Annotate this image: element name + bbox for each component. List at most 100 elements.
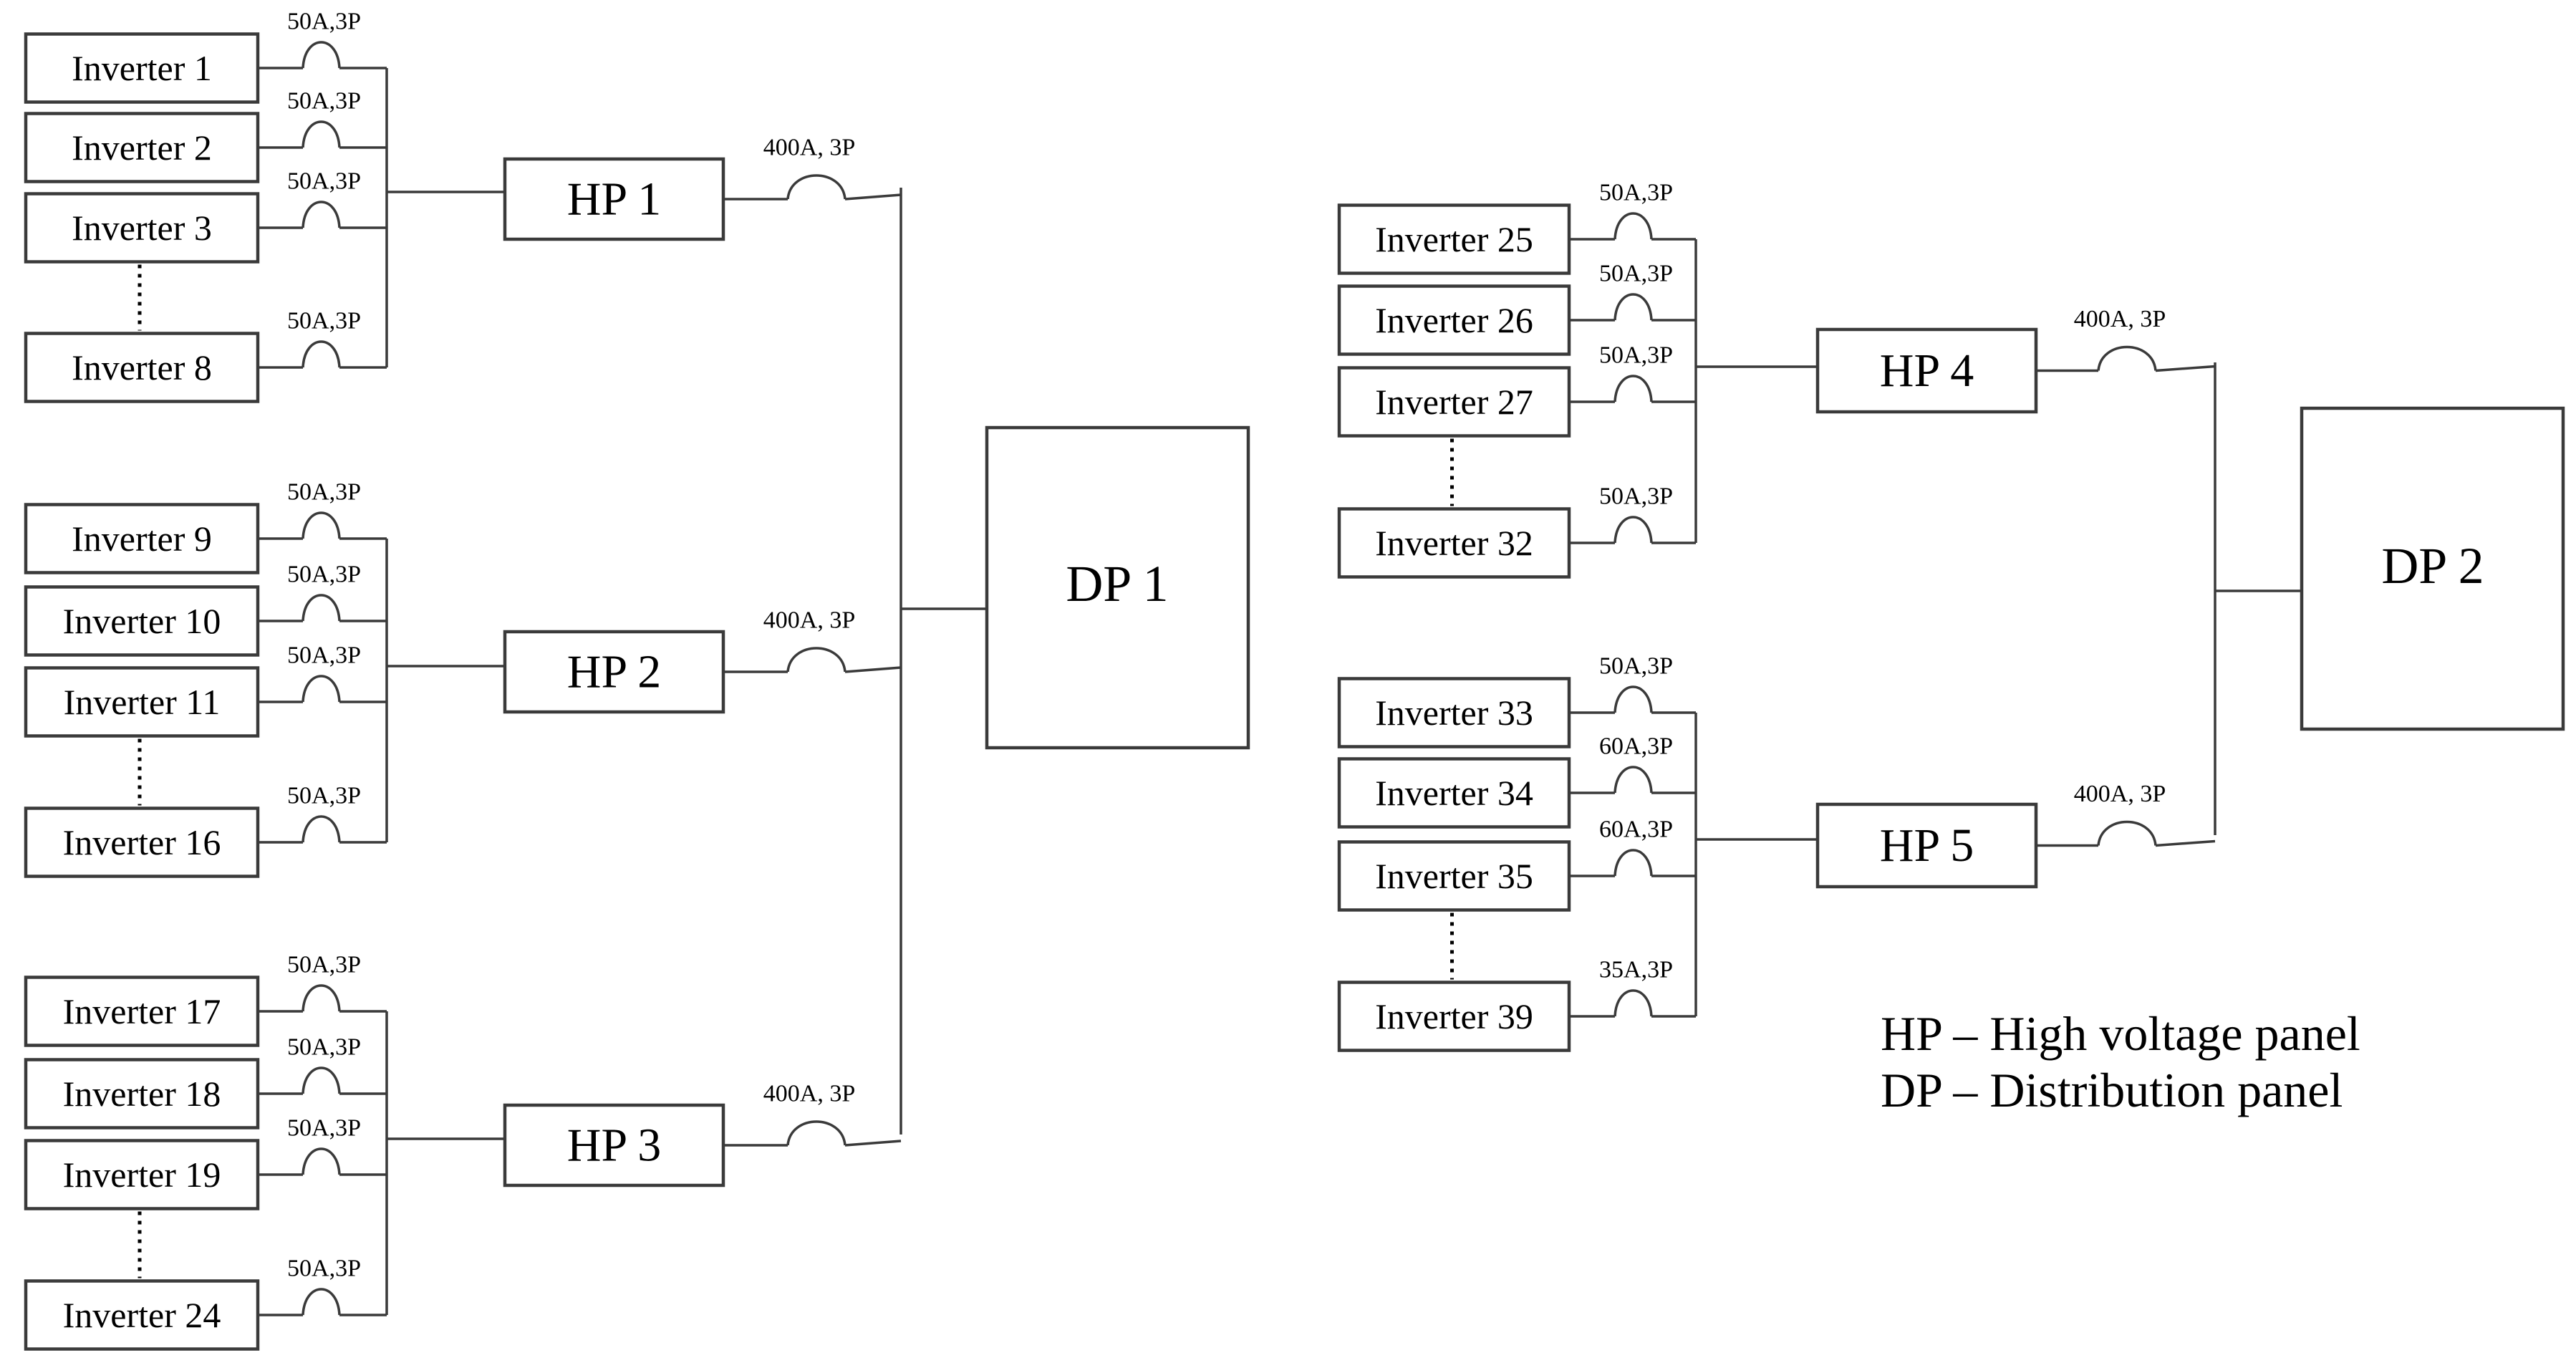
inverter-label: Inverter 32 — [1375, 523, 1533, 563]
inverter-breaker-rating: 60A,3P — [1599, 817, 1673, 843]
inverter-breaker — [1613, 375, 1653, 403]
hp-output-wire — [2155, 839, 2216, 847]
inverter-label: Inverter 34 — [1375, 773, 1533, 813]
hp-panel-label: HP 3 — [567, 1119, 661, 1172]
hp-panel-label: HP 1 — [567, 173, 661, 226]
inverter-breaker — [1613, 849, 1653, 877]
hp-breaker-rating: 400A, 3P — [763, 607, 855, 634]
inverter-breaker — [302, 594, 341, 622]
inverter-label: Inverter 26 — [1375, 300, 1533, 340]
inverter-breaker — [302, 675, 341, 703]
inverter-breaker-rating: 35A,3P — [1599, 957, 1673, 983]
hp-panel-box — [1815, 327, 2038, 414]
inverter-breaker-rating: 50A,3P — [1599, 180, 1673, 206]
hp-panel-label: HP 2 — [567, 646, 661, 698]
inverter-box — [1337, 203, 1571, 275]
inverter-label: Inverter 33 — [1375, 693, 1533, 733]
dp2-box — [2300, 406, 2565, 731]
inverter-label: Inverter 27 — [1375, 382, 1533, 422]
inverter-breaker — [1613, 293, 1653, 321]
hp-panel-box — [503, 157, 725, 241]
hp-breaker-rating: 400A, 3P — [763, 135, 855, 161]
inverter-breaker — [1613, 212, 1653, 240]
inverter-label: Inverter 39 — [1375, 996, 1533, 1036]
inverter-breaker — [1613, 766, 1653, 794]
hp-output-wire — [2155, 365, 2216, 372]
hp-panel-box — [1815, 802, 2038, 889]
hp-panel-label: HP 4 — [1880, 345, 1974, 397]
inverter-breaker-rating: 50A,3P — [287, 783, 361, 809]
inverter-label: Inverter 10 — [63, 601, 221, 641]
inverter-breaker-rating: 50A,3P — [1599, 483, 1673, 510]
inverter-breaker — [302, 201, 341, 228]
hp-breaker-rating: 400A, 3P — [2074, 781, 2166, 807]
inverter-breaker-rating: 50A,3P — [287, 308, 361, 334]
inverter-breaker-rating: 50A,3P — [287, 562, 361, 588]
inverter-breaker-rating: 50A,3P — [1599, 342, 1673, 369]
hp-output-wire — [844, 193, 902, 201]
hp-breaker — [786, 647, 846, 673]
inverter-breaker-rating: 50A,3P — [287, 1256, 361, 1282]
inverter-breaker — [302, 120, 341, 148]
inverter-label: Inverter 24 — [63, 1295, 221, 1335]
inverter-label: Inverter 35 — [1375, 856, 1533, 896]
inverter-breaker — [302, 511, 341, 539]
inverter-breaker-rating: 50A,3P — [1599, 261, 1673, 287]
inverter-label: Inverter 17 — [63, 991, 221, 1031]
inverter-label: Inverter 19 — [63, 1155, 221, 1195]
inverter-breaker-rating: 50A,3P — [287, 1115, 361, 1142]
inverter-breaker — [302, 1288, 341, 1316]
hp-breaker — [2097, 345, 2157, 371]
inverter-label: Inverter 18 — [63, 1074, 221, 1114]
hp-breaker — [786, 174, 846, 200]
inverter-breaker — [1613, 989, 1653, 1017]
inverter-breaker — [1613, 516, 1653, 544]
inverter-breaker-rating: 50A,3P — [287, 168, 361, 195]
legend-hp: HP – High voltage panel — [1881, 1006, 2360, 1061]
dp1-label: DP 1 — [1066, 555, 1168, 612]
hp-breaker-rating: 400A, 3P — [763, 1081, 855, 1107]
hp-breaker — [2097, 820, 2157, 846]
inverter-label: Inverter 2 — [72, 127, 212, 168]
inverter-breaker-rating: 50A,3P — [287, 642, 361, 669]
inverter-box — [24, 332, 260, 403]
inverter-label: Inverter 8 — [72, 347, 212, 387]
inverter-box — [24, 192, 260, 264]
inverter-breaker — [302, 41, 341, 69]
dp2-label: DP 2 — [2381, 537, 2484, 594]
inverter-breaker — [302, 1066, 341, 1094]
dp1-box — [985, 425, 1250, 750]
inverter-breaker-rating: 50A,3P — [287, 88, 361, 115]
hp-output-wire — [844, 1140, 902, 1147]
inverter-breaker-rating: 50A,3P — [1599, 653, 1673, 680]
hp-breaker-rating: 400A, 3P — [2074, 306, 2166, 332]
inverter-breaker — [302, 340, 341, 368]
inverter-breaker — [302, 815, 341, 843]
inverter-breaker — [1613, 685, 1653, 713]
inverter-breaker-rating: 50A,3P — [287, 952, 361, 978]
inverter-box — [24, 806, 260, 878]
inverter-label: Inverter 11 — [64, 682, 221, 722]
inverter-label: Inverter 25 — [1375, 219, 1533, 259]
inverter-box — [24, 1279, 260, 1351]
inverter-box — [24, 976, 260, 1047]
inverter-breaker-rating: 50A,3P — [287, 9, 361, 35]
hp-panel-label: HP 5 — [1880, 819, 1974, 872]
inverter-label: Inverter 16 — [63, 822, 221, 862]
inverter-label: Inverter 3 — [72, 208, 212, 248]
inverter-box — [24, 1139, 260, 1210]
inverter-box — [24, 32, 260, 104]
hp-output-wire — [844, 666, 902, 673]
inverter-breaker-rating: 50A,3P — [287, 479, 361, 506]
inverter-box — [24, 1058, 260, 1129]
inverter-breaker — [302, 984, 341, 1012]
inverter-box — [24, 666, 260, 738]
inverter-breaker — [302, 1147, 341, 1175]
inverter-box — [1337, 981, 1571, 1052]
legend-dp: DP – Distribution panel — [1881, 1063, 2343, 1117]
inverter-box — [1337, 366, 1571, 438]
hp-breaker — [786, 1120, 846, 1146]
inverter-box — [1337, 677, 1571, 748]
inverter-box — [1337, 507, 1571, 579]
